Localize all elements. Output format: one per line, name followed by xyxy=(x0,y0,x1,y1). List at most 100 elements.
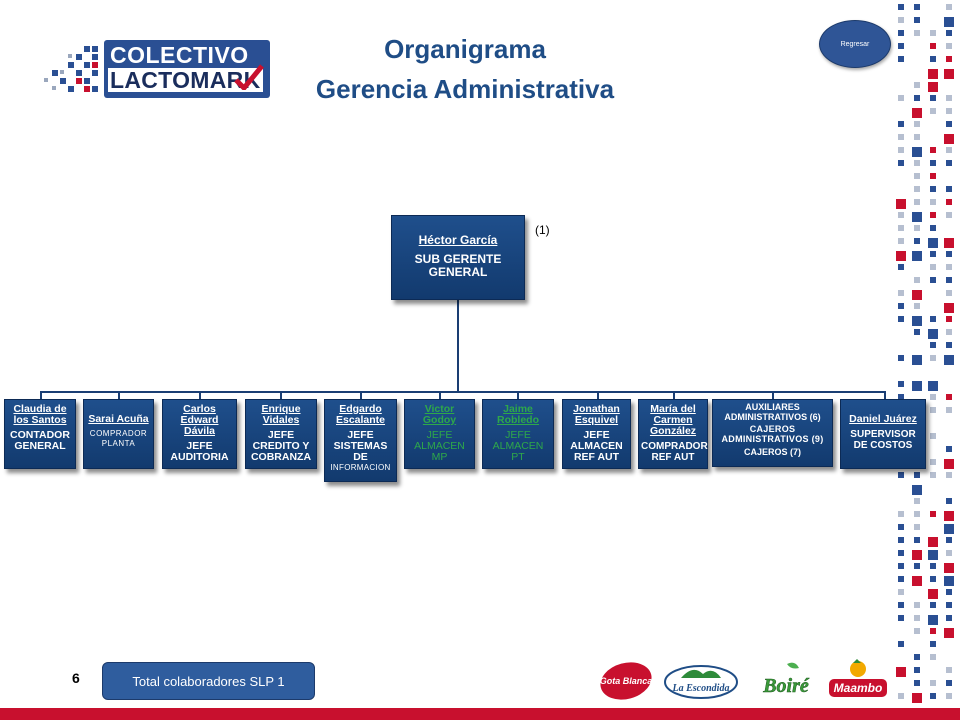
pattern-square xyxy=(914,277,920,283)
pattern-square xyxy=(912,147,922,157)
pattern-square xyxy=(946,680,952,686)
brand-name: La Escondida xyxy=(672,683,730,694)
pattern-square xyxy=(930,576,936,582)
pattern-square xyxy=(898,264,904,270)
pattern-square xyxy=(930,277,936,283)
pattern-square xyxy=(914,667,920,673)
node-role: SUB GERENTE GENERAL xyxy=(414,252,502,279)
org-node-root[interactable]: Héctor García SUB GERENTE GENERAL xyxy=(391,215,525,300)
node-group-line: AUXILIARES ADMINISTRATIVOS (6) xyxy=(724,402,821,422)
connector-drop xyxy=(360,391,362,400)
pattern-square xyxy=(944,563,954,573)
org-node[interactable]: Jonathan Esquivel JEFE ALMACEN REF AUT xyxy=(562,399,631,469)
pattern-square xyxy=(912,251,922,261)
pattern-square xyxy=(914,17,920,23)
pattern-square xyxy=(928,82,938,92)
pattern-square xyxy=(898,4,904,10)
org-node[interactable]: María del Carmen González COMPRADOR REF … xyxy=(638,399,708,469)
pattern-square xyxy=(914,654,920,660)
pattern-square xyxy=(930,355,936,361)
connector-drop xyxy=(439,391,441,400)
pattern-square xyxy=(930,602,936,608)
pattern-square xyxy=(930,173,936,179)
brand-logo-maambo: Maambo xyxy=(826,659,890,700)
pattern-square xyxy=(946,329,952,335)
pattern-square xyxy=(946,537,952,543)
pattern-square xyxy=(946,212,952,218)
pattern-square xyxy=(914,511,920,517)
pattern-square xyxy=(946,264,952,270)
pattern-square xyxy=(898,563,904,569)
page-number: 6 xyxy=(72,670,80,686)
pattern-square xyxy=(898,511,904,517)
pattern-square xyxy=(914,498,920,504)
pattern-square xyxy=(946,277,952,283)
pattern-square xyxy=(914,199,920,205)
pattern-square xyxy=(944,134,954,144)
org-node-group[interactable]: AUXILIARES ADMINISTRATIVOS (6) CAJEROS A… xyxy=(712,399,833,467)
pattern-square xyxy=(914,680,920,686)
org-node[interactable]: Daniel Juárez SUPERVISOR DE COSTOS xyxy=(840,399,926,469)
pattern-square xyxy=(898,17,904,23)
connector-drop xyxy=(40,391,42,400)
org-node[interactable]: Sarai Acuña COMPRADOR PLANTA xyxy=(83,399,154,469)
pattern-square xyxy=(898,472,904,478)
pattern-square xyxy=(898,56,904,62)
node-name: Enrique Vidales xyxy=(261,403,301,426)
node-role: COMPRADOR PLANTA xyxy=(89,429,148,448)
pattern-square xyxy=(930,654,936,660)
pattern-square xyxy=(928,615,938,625)
pattern-square xyxy=(914,186,920,192)
pattern-square xyxy=(898,615,904,621)
pattern-square xyxy=(930,628,936,634)
pattern-square xyxy=(946,43,952,49)
logo-text-colectivo: COLECTIVO xyxy=(110,42,249,68)
org-node[interactable]: Edgardo Escalante JEFE SISTEMAS DE INFOR… xyxy=(324,399,397,482)
pattern-square xyxy=(928,537,938,547)
pattern-square xyxy=(912,108,922,118)
pattern-square xyxy=(944,17,954,27)
connector-drop xyxy=(280,391,282,400)
pattern-square xyxy=(944,524,954,534)
pattern-square xyxy=(930,147,936,153)
pattern-square xyxy=(898,693,904,699)
pattern-square xyxy=(944,628,954,638)
org-node[interactable]: Claudia de los Santos CONTADOR GENERAL xyxy=(4,399,76,469)
pattern-square xyxy=(898,303,904,309)
pattern-square xyxy=(946,56,952,62)
pattern-square xyxy=(944,238,954,248)
pattern-square xyxy=(896,251,906,261)
pattern-square xyxy=(946,121,952,127)
pattern-square xyxy=(946,472,952,478)
org-node[interactable]: Jaime Robledo JEFE ALMACEN PT xyxy=(482,399,554,469)
pattern-square xyxy=(912,316,922,326)
node-group-line: CAJEROS (7) xyxy=(743,447,801,457)
node-role: JEFE ALMACEN MP xyxy=(414,429,465,463)
node-role: JEFE ALMACEN PT xyxy=(492,429,544,463)
pattern-square xyxy=(930,212,936,218)
connector-drop xyxy=(772,391,774,400)
pattern-square xyxy=(898,576,904,582)
brand-name: Gota Blanca xyxy=(600,676,653,686)
pattern-square xyxy=(930,693,936,699)
pattern-square xyxy=(946,693,952,699)
pattern-square xyxy=(898,381,904,387)
pattern-square xyxy=(914,628,920,634)
regresar-button[interactable]: Regresar xyxy=(819,20,891,68)
pattern-square xyxy=(898,290,904,296)
connector-drop xyxy=(673,391,675,400)
org-node[interactable]: Carlos Edward Dávila JEFE AUDITORIA xyxy=(162,399,237,469)
pattern-square xyxy=(928,550,938,560)
logo-check-icon xyxy=(234,64,264,90)
pattern-square xyxy=(946,108,952,114)
pattern-square xyxy=(930,316,936,322)
pattern-square xyxy=(914,238,920,244)
pattern-square xyxy=(946,186,952,192)
node-group-line: CAJEROS ADMINISTRATIVOS (9) xyxy=(721,424,824,444)
pattern-square xyxy=(898,316,904,322)
pattern-square xyxy=(930,563,936,569)
pattern-square xyxy=(912,355,922,365)
pattern-square xyxy=(946,251,952,257)
org-node[interactable]: Victor Godoy JEFE ALMACEN MP xyxy=(404,399,475,469)
org-node[interactable]: Enrique Vidales JEFE CREDITO Y COBRANZA xyxy=(245,399,317,469)
